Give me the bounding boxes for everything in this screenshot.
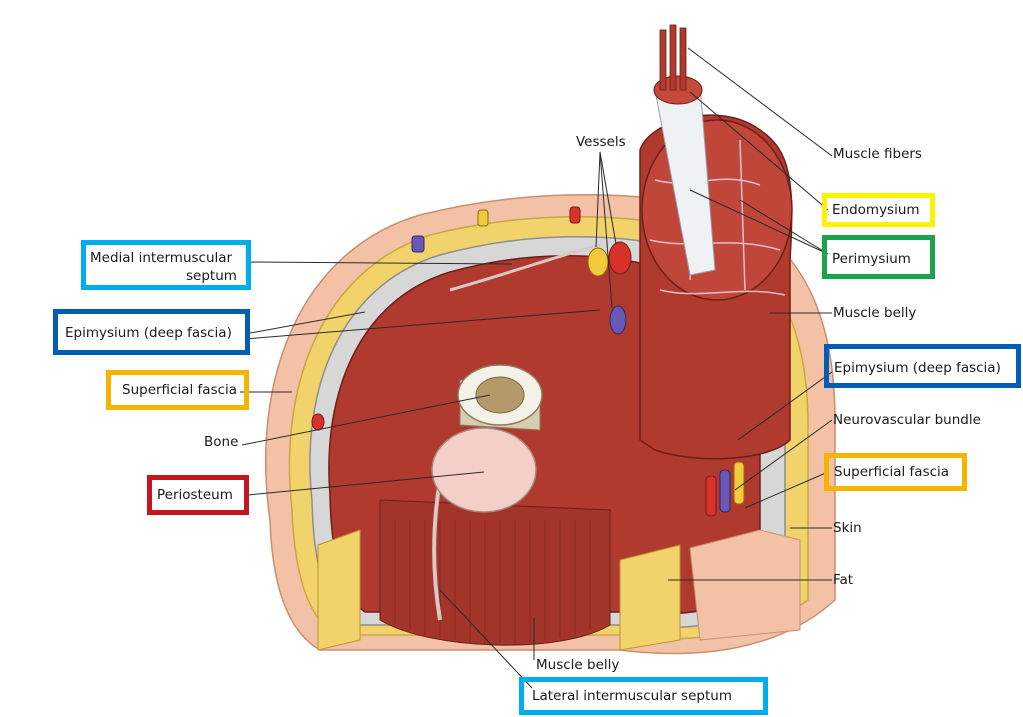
skin-block-right (689, 529, 801, 641)
bone-marrow (475, 376, 525, 414)
label-skin: Skin (833, 520, 862, 536)
label-muscle-belly-bottom: Muscle belly (536, 657, 620, 673)
label-superficial-fascia-right: Superficial fascia (834, 464, 950, 480)
box-perimysium (822, 235, 935, 279)
label-neurovascular-bundle: Neurovascular bundle (833, 412, 981, 428)
nv-blue (719, 469, 731, 513)
box-medial-septum (81, 240, 251, 290)
label-epimysium-left: Epimysium (deep fascia) (65, 325, 232, 341)
vessel-blue (609, 305, 627, 335)
label-epimysium-right: Epimysium (deep fascia) (834, 360, 1001, 376)
vessel-red (608, 241, 632, 275)
box-superficial-fascia-left (106, 370, 249, 410)
label-medial-septum-line1: Medial intermuscular (90, 250, 233, 266)
label-medial-septum-line2: septum (186, 268, 237, 284)
label-muscle-belly-right: Muscle belly (833, 305, 917, 321)
periosteum-shape (431, 427, 537, 513)
superficial-fascia-block-right (619, 544, 681, 651)
label-muscle-fibers: Muscle fibers (833, 146, 922, 162)
box-superficial-fascia-right (824, 453, 967, 491)
nv-red (705, 475, 717, 517)
label-bone: Bone (204, 434, 239, 450)
muscle-belly-top (641, 119, 793, 301)
label-fat: Fat (833, 572, 854, 588)
label-vessels: Vessels (576, 134, 626, 150)
nv-yellow (733, 461, 745, 505)
box-endomysium (822, 193, 935, 227)
box-epimysium-right (824, 344, 1021, 388)
label-endomysium: Endomysium (832, 202, 920, 218)
lateral-septum (432, 479, 442, 621)
label-periosteum: Periosteum (157, 487, 233, 503)
label-perimysium: Perimysium (832, 251, 911, 267)
label-superficial-fascia-left: Superficial fascia (122, 382, 238, 398)
box-lateral-septum (519, 677, 768, 715)
superficial-fascia-block-left (317, 529, 361, 651)
medial-septum (449, 243, 601, 292)
box-periosteum (147, 475, 249, 515)
box-epimysium-left (53, 309, 250, 355)
label-lateral-septum: Lateral intermuscular septum (532, 688, 732, 704)
vessel-yellow (587, 247, 609, 277)
